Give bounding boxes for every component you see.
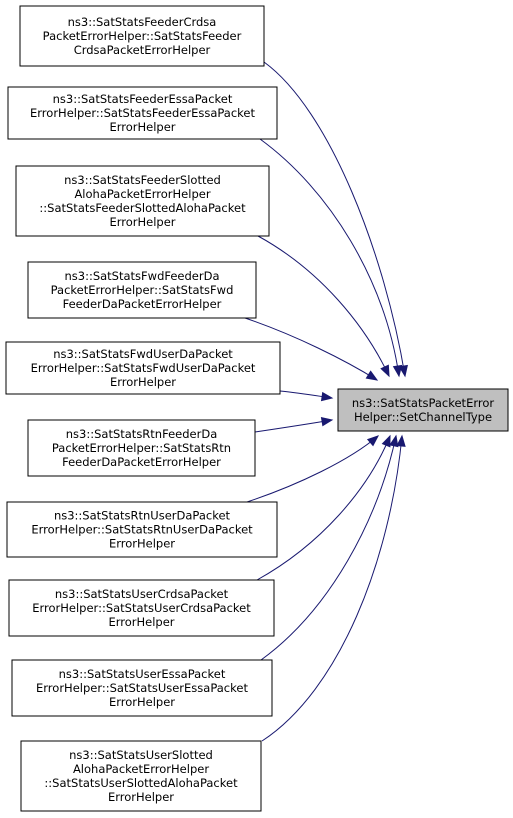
arrowhead-icon — [381, 434, 391, 448]
caller-node-label-line: FeederDaPacketErrorHelper — [62, 455, 221, 469]
caller-node-box — [6, 501, 278, 558]
caller-node-label-line: ErrorHelper — [109, 537, 175, 551]
caller-node[interactable]: ns3::SatStatsUserSlottedAlohaPacketError… — [20, 740, 262, 812]
caller-node-label-line: ErrorHelper — [109, 120, 175, 134]
caller-node-label-line: ns3::SatStatsRtnUserDaPacket — [54, 509, 231, 523]
caller-node-box — [7, 86, 278, 140]
caller-node-label-line: ::SatStatsFeederSlottedAlohaPacket — [39, 201, 246, 215]
caller-node-label-line: ns3::SatStatsFeederCrdsa — [68, 15, 217, 29]
call-edge — [261, 434, 406, 742]
caller-node[interactable]: ns3::SatStatsFeederCrdsaPacketErrorHelpe… — [19, 5, 265, 67]
call-edge-line — [244, 317, 378, 381]
caller-node[interactable]: ns3::SatStatsFeederSlottedAlohaPacketErr… — [15, 165, 270, 237]
caller-node-label-line: PacketErrorHelper::SatStatsRtn — [52, 441, 231, 455]
arrowhead-icon — [365, 370, 379, 381]
arrowhead-icon — [380, 364, 390, 378]
caller-node-label-line: ns3::SatStatsFeederSlotted — [64, 173, 221, 187]
caller-node[interactable]: ns3::SatStatsFwdUserDaPacketErrorHelper:… — [5, 341, 281, 395]
target-node-label-line: ns3::SatStatsPacketError — [352, 396, 494, 410]
caller-node[interactable]: ns3::SatStatsUserCrdsaPacketErrorHelper:… — [8, 579, 275, 637]
call-edge-line — [256, 435, 391, 581]
caller-node-label-line: ErrorHelper — [108, 615, 174, 629]
caller-node-box — [20, 740, 262, 812]
caller-node-label-line: ::SatStatsUserSlottedAlohaPacket — [44, 776, 238, 790]
nodes-layer: ns3::SatStatsFeederCrdsaPacketErrorHelpe… — [5, 5, 509, 812]
target-node[interactable]: ns3::SatStatsPacketErrorHelper::SetChann… — [337, 388, 509, 432]
caller-node-box — [8, 579, 275, 637]
caller-node-label-line: ErrorHelper::SatStatsRtnUserDaPacket — [31, 523, 253, 537]
call-edge-line — [263, 61, 406, 377]
call-edge-line — [261, 435, 403, 742]
caller-node-box — [15, 165, 270, 237]
caller-node-label-line: ErrorHelper::SatStatsUserCrdsaPacket — [32, 601, 251, 615]
caller-node-label-line: ErrorHelper — [109, 695, 175, 709]
caller-node-label-line: ErrorHelper — [110, 375, 176, 389]
caller-node-label-line: ns3::SatStatsUserCrdsaPacket — [55, 587, 229, 601]
caller-node-label-line: FeederDaPacketErrorHelper — [63, 297, 222, 311]
caller-node-label-line: AlohaPacketErrorHelper — [74, 187, 210, 201]
call-edge-line — [254, 419, 333, 433]
call-edge-line — [246, 435, 379, 503]
caller-node-label-line: AlohaPacketErrorHelper — [73, 762, 209, 776]
caller-node[interactable]: ns3::SatStatsFwdFeederDaPacketErrorHelpe… — [27, 261, 257, 319]
arrowhead-icon — [320, 417, 334, 427]
caller-node-label-line: ErrorHelper — [108, 790, 174, 804]
call-edge — [256, 434, 391, 581]
caller-node-box — [19, 5, 265, 67]
caller-node[interactable]: ns3::SatStatsFeederEssaPacketErrorHelper… — [7, 86, 278, 140]
arrowhead-icon — [320, 391, 334, 402]
caller-node-box — [27, 419, 256, 477]
caller-node-label-line: PacketErrorHelper::SatStatsFwd — [51, 283, 234, 297]
caller-node-label-line: ErrorHelper::SatStatsFeederEssaPacket — [30, 106, 255, 120]
call-edge — [246, 435, 380, 503]
caller-node-label-line: ns3::SatStatsFwdFeederDa — [64, 269, 219, 283]
call-edge — [259, 138, 403, 378]
caller-node-box — [5, 341, 281, 395]
caller-node-box — [27, 261, 257, 319]
caller-node-label-line: ns3::SatStatsUserEssaPacket — [59, 667, 226, 681]
arrowhead-icon — [392, 364, 403, 378]
caller-node-label-line: ErrorHelper::SatStatsFwdUserDaPacket — [31, 361, 256, 375]
caller-node[interactable]: ns3::SatStatsRtnFeederDaPacketErrorHelpe… — [27, 419, 256, 477]
caller-node-label-line: PacketErrorHelper::SatStatsFeeder — [43, 29, 242, 43]
caller-node-label-line: CrdsaPacketErrorHelper — [74, 43, 211, 57]
arrowhead-icon — [396, 434, 406, 447]
edges-layer — [244, 61, 408, 742]
target-node-box — [337, 388, 509, 432]
call-edge — [260, 434, 399, 661]
call-edge — [263, 61, 408, 378]
call-edge-line — [260, 435, 397, 661]
caller-node[interactable]: ns3::SatStatsRtnUserDaPacketErrorHelper:… — [6, 501, 278, 558]
call-edge — [279, 390, 334, 402]
arrowhead-icon — [366, 435, 380, 447]
caller-node-label-line: ns3::SatStatsFeederEssaPacket — [53, 92, 233, 106]
call-edge — [244, 317, 379, 381]
call-edge — [254, 417, 334, 433]
caller-node-box — [11, 659, 273, 717]
call-edge-line — [259, 138, 400, 377]
caller-node-label-line: ns3::SatStatsRtnFeederDa — [66, 427, 218, 441]
caller-node-label-line: ns3::SatStatsFwdUserDaPacket — [53, 347, 233, 361]
arrowhead-icon — [389, 434, 399, 448]
call-edge-line — [257, 235, 390, 377]
caller-node[interactable]: ns3::SatStatsUserEssaPacketErrorHelper::… — [11, 659, 273, 717]
caller-node-label-line: ns3::SatStatsUserSlotted — [69, 748, 213, 762]
call-edge — [257, 235, 390, 378]
caller-node-label-line: ErrorHelper — [109, 215, 175, 229]
target-node-label-line: Helper::SetChannelType — [354, 410, 492, 424]
caller-node-label-line: ErrorHelper::SatStatsUserEssaPacket — [36, 681, 248, 695]
